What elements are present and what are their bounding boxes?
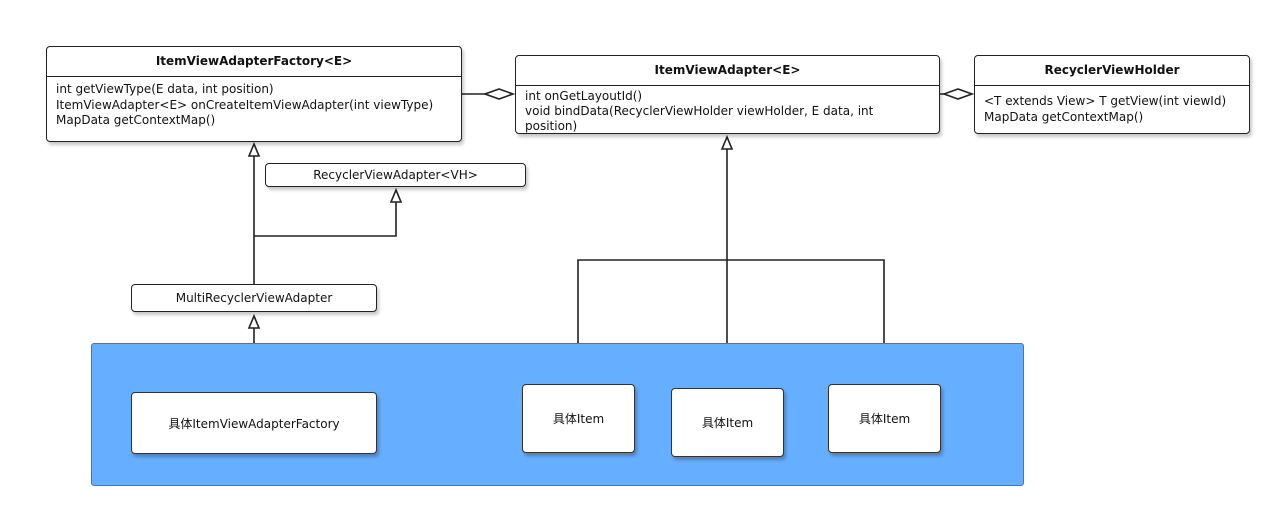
factory-class-box: ItemViewAdapterFactory<E> int getViewTyp… bbox=[46, 46, 462, 142]
holder-class-title: RecyclerViewHolder bbox=[975, 56, 1249, 86]
factory-class-title: ItemViewAdapterFactory<E> bbox=[47, 47, 461, 77]
inheritance-arrow-icon bbox=[247, 141, 261, 157]
holder-methods: <T extends View> T getView(int viewId) M… bbox=[975, 86, 1249, 130]
generalization-line-recycler bbox=[254, 202, 397, 237]
inheritance-arrow-icon bbox=[247, 313, 261, 329]
factory-method: ItemViewAdapter<E> onCreateItemViewAdapt… bbox=[56, 97, 434, 112]
item-adapter-methods: int onGetLayoutId() void bindData(Recycl… bbox=[516, 86, 939, 139]
recycler-adapter-box: RecyclerViewAdapter<VH> bbox=[265, 163, 526, 187]
item-branch-line bbox=[577, 259, 885, 385]
concrete-item-label: 具体Item bbox=[701, 416, 754, 430]
item-adapter-method: void bindData(RecyclerViewHolder viewHol… bbox=[525, 104, 874, 133]
item-adapter-class-title: ItemViewAdapter<E> bbox=[516, 56, 939, 86]
concrete-item-box: 具体Item bbox=[671, 388, 784, 457]
holder-method: MapData getContextMap() bbox=[984, 109, 1144, 124]
concrete-item-box: 具体Item bbox=[828, 384, 941, 453]
factory-method: int getViewType(E data, int position) bbox=[56, 82, 274, 96]
inheritance-arrow-icon bbox=[389, 187, 403, 203]
multi-adapter-label: MultiRecyclerViewAdapter bbox=[175, 291, 333, 305]
concrete-factory-label: 具体ItemViewAdapterFactory bbox=[168, 416, 340, 431]
aggregation-diamond-icon bbox=[482, 88, 516, 100]
concrete-item-label: 具体Item bbox=[552, 412, 605, 426]
item-adapter-method: int onGetLayoutId() bbox=[525, 89, 643, 103]
item-adapter-class-box: ItemViewAdapter<E> int onGetLayoutId() v… bbox=[515, 55, 940, 134]
holder-class-box: RecyclerViewHolder <T extends View> T ge… bbox=[974, 55, 1250, 134]
factory-method: MapData getContextMap() bbox=[56, 113, 216, 127]
holder-method: <T extends View> T getView(int viewId) bbox=[984, 94, 1227, 108]
aggregation-diamond-icon bbox=[941, 88, 975, 100]
concrete-factory-box: 具体ItemViewAdapterFactory bbox=[131, 392, 377, 454]
concrete-item-label: 具体Item bbox=[858, 412, 911, 426]
recycler-adapter-label: RecyclerViewAdapter<VH> bbox=[313, 168, 478, 182]
concrete-item-box: 具体Item bbox=[522, 384, 635, 453]
inheritance-arrow-icon bbox=[720, 134, 734, 150]
factory-methods: int getViewType(E data, int position) It… bbox=[47, 77, 461, 134]
multi-adapter-box: MultiRecyclerViewAdapter bbox=[131, 284, 377, 312]
